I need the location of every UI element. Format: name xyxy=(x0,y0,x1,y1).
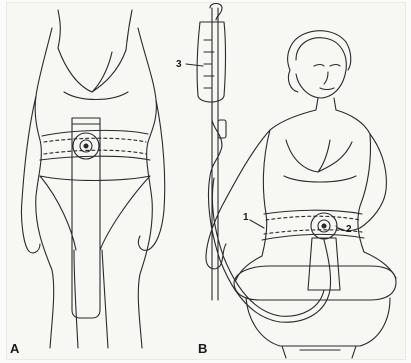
thigh-b-left xyxy=(236,256,262,280)
callout-label-3: 3 xyxy=(176,60,182,70)
stoma-center xyxy=(84,144,88,148)
bra xyxy=(58,10,132,100)
toilet-bowl xyxy=(246,298,390,346)
face-features xyxy=(314,65,340,90)
belt-b-upper xyxy=(264,210,362,214)
panel-label-b: B xyxy=(198,342,207,355)
arm-b-left xyxy=(206,130,270,269)
torso-b-left xyxy=(262,130,270,256)
belt-b-lower xyxy=(262,234,364,240)
belt-stitch xyxy=(44,138,146,154)
torso-b-right xyxy=(358,134,371,252)
callout-1-leader xyxy=(250,220,264,228)
underwear xyxy=(40,176,150,250)
panel-a-figure xyxy=(21,10,164,348)
neck-shoulders xyxy=(270,98,370,134)
belt-lower xyxy=(40,156,150,160)
sleeve-top xyxy=(72,118,100,124)
right-thigh-inner xyxy=(102,250,108,348)
toilet-seat xyxy=(234,266,396,300)
toilet-base xyxy=(282,346,356,358)
thigh-b-right xyxy=(364,252,396,278)
panel-b-figure xyxy=(186,4,396,359)
torso-right-outline xyxy=(138,28,156,348)
irrigation-tube-inner xyxy=(212,178,324,316)
callout-3-leader xyxy=(186,64,203,66)
left-thigh-inner xyxy=(74,250,78,348)
callout-label-1: 1 xyxy=(243,213,249,223)
bra-b xyxy=(284,140,356,182)
hair xyxy=(288,31,351,92)
stoma-center-b xyxy=(322,224,326,228)
left-arm xyxy=(21,96,40,253)
panel-label-a: A xyxy=(10,342,19,355)
belt-upper xyxy=(42,130,148,136)
irrigation-bag xyxy=(197,22,225,102)
irrigation-sleeve xyxy=(72,124,100,318)
sleeve-b xyxy=(308,238,340,290)
arm-b-right xyxy=(336,134,386,231)
torso-left-outline xyxy=(35,28,53,348)
callout-label-2: 2 xyxy=(346,225,352,235)
